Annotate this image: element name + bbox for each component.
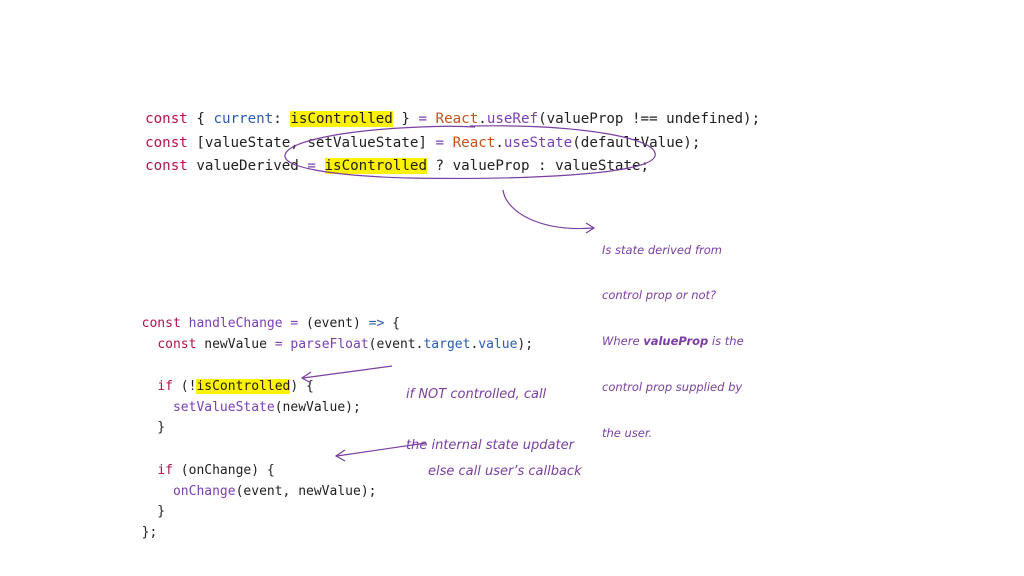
annotation-line: the internal state updater bbox=[406, 438, 574, 453]
keyword-const: const bbox=[157, 337, 197, 352]
arrowhead-callback bbox=[334, 449, 346, 462]
keyword-const: const bbox=[141, 316, 181, 331]
annotation-callback: else call user’s callback bbox=[428, 429, 582, 497]
arrowhead-derived bbox=[585, 222, 596, 234]
function-parsefloat: parseFloat bbox=[290, 337, 369, 352]
code-text: (event, newValue); bbox=[235, 484, 377, 499]
function-setvaluestate: setValueState bbox=[172, 400, 275, 415]
code-line-4: const handleChange = (event) => { bbox=[126, 304, 400, 330]
keyword-const: const bbox=[145, 158, 188, 175]
code-text: (! bbox=[172, 379, 197, 394]
annotation-not-controlled: if NOT controlled, call the internal sta… bbox=[406, 352, 574, 471]
operator: = bbox=[418, 111, 427, 128]
code-line-12: }; bbox=[126, 513, 158, 540]
curved-arrow-derived bbox=[502, 189, 594, 230]
code-text: (onChange) { bbox=[172, 463, 275, 478]
code-text: ) { bbox=[290, 379, 314, 394]
arrow-not-controlled bbox=[302, 365, 393, 379]
arrowhead-not-controlled bbox=[300, 371, 312, 384]
annotation-line: control prop or not? bbox=[602, 288, 717, 303]
code-line-11: } bbox=[126, 492, 165, 518]
annotation-text: is the bbox=[708, 334, 744, 349]
ellipse-highlight bbox=[284, 125, 656, 180]
code-line-6: if (!isControlled) { bbox=[126, 367, 314, 394]
react-identifier: React bbox=[435, 111, 479, 128]
operator: = bbox=[435, 135, 445, 152]
code-text: }; bbox=[141, 525, 158, 540]
code-line-2: const [valueState, setValueState] = Reac… bbox=[128, 122, 700, 150]
function-usestate: useState bbox=[503, 135, 573, 152]
annotation-emphasis-valueprop: valueProp bbox=[643, 334, 709, 349]
code-text: (valueProp !== undefined); bbox=[538, 111, 761, 128]
code-text: (defaultValue); bbox=[572, 135, 701, 152]
code-text: [valueState, setValueState] bbox=[187, 135, 436, 152]
annotation-line: control prop supplied by bbox=[602, 380, 743, 395]
react-identifier: React bbox=[452, 135, 496, 152]
annotation-line: Where valueProp is the bbox=[602, 334, 744, 349]
code-text: valueDerived bbox=[187, 158, 308, 175]
operator: = bbox=[290, 316, 299, 331]
property-current: current bbox=[213, 111, 274, 128]
highlighted-iscontrolled: isControlled bbox=[290, 111, 393, 128]
highlighted-iscontrolled: isControlled bbox=[324, 158, 427, 175]
annotation-text: Where bbox=[602, 334, 644, 349]
code-text: . bbox=[478, 111, 487, 128]
code-text: (newValue); bbox=[274, 400, 361, 415]
property-value: value bbox=[478, 337, 518, 352]
code-line-10: onChange(event, newValue); bbox=[126, 472, 377, 499]
code-text: . bbox=[495, 135, 504, 152]
arrow-operator: => bbox=[368, 316, 385, 331]
keyword-if: if bbox=[157, 463, 173, 478]
keyword-const: const bbox=[145, 135, 188, 152]
code-text: (event. bbox=[368, 337, 424, 352]
highlighted-iscontrolled: isControlled bbox=[196, 379, 291, 394]
code-text: ); bbox=[517, 337, 534, 352]
code-text: { bbox=[384, 316, 400, 331]
code-text: { bbox=[187, 111, 214, 128]
operator: = bbox=[307, 158, 316, 175]
code-text: . bbox=[470, 337, 479, 352]
annotation-derived-state: Is state derived from control prop or no… bbox=[602, 212, 744, 457]
annotation-line: else call user’s callback bbox=[428, 464, 582, 479]
code-text: } bbox=[141, 420, 166, 435]
code-text: ? valueProp : valueState; bbox=[427, 158, 650, 175]
arrow-callback bbox=[336, 442, 427, 457]
code-line-9: if (onChange) { bbox=[126, 451, 275, 478]
code-line-3: const valueDerived = isControlled ? valu… bbox=[128, 145, 650, 175]
function-onchange: onChange bbox=[172, 484, 236, 499]
keyword-const: const bbox=[145, 111, 188, 128]
code-line-1: const { current: isControlled } = React.… bbox=[128, 98, 761, 128]
code-text: : bbox=[273, 111, 291, 128]
code-line-5: const newValue = parseFloat(event.target… bbox=[126, 325, 533, 351]
annotation-line: if NOT controlled, call bbox=[406, 387, 547, 402]
function-useref: useRef bbox=[486, 111, 539, 128]
code-text: } bbox=[141, 504, 166, 519]
function-handlechange: handleChange bbox=[188, 316, 283, 331]
code-line-8: } bbox=[126, 408, 165, 434]
annotation-line: Is state derived from bbox=[602, 242, 722, 257]
keyword-if: if bbox=[157, 379, 173, 394]
code-text: } bbox=[392, 111, 419, 128]
code-text: (event) bbox=[298, 316, 369, 331]
property-target: target bbox=[423, 337, 471, 352]
operator: = bbox=[274, 337, 283, 352]
annotation-line: the user. bbox=[602, 426, 653, 441]
code-line-7: setValueState(newValue); bbox=[126, 388, 361, 414]
code-text: newValue bbox=[196, 337, 275, 352]
